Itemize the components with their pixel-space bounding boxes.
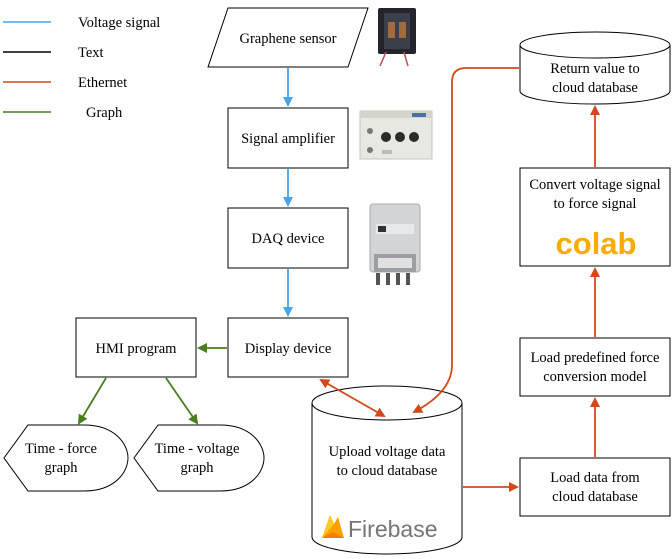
graph-arrows — [77, 343, 227, 425]
upload-cloud-line2: to cloud database — [337, 463, 438, 479]
node-signal-amplifier: Signal amplifier — [227, 107, 349, 169]
display-device-label: Display device — [245, 341, 332, 357]
legend-item-voltage-signal: Voltage signal — [3, 15, 160, 31]
load-model-line2: conversion model — [543, 369, 647, 385]
return-value-line2: cloud database — [552, 80, 638, 96]
node-daq-device: DAQ device — [227, 207, 349, 269]
node-load-model: Load predefined force conversion model — [519, 337, 671, 397]
load-data-line1: Load data from — [550, 470, 640, 486]
daq-device-photo — [369, 203, 421, 285]
node-upload-cloud-database: Upload voltage data to cloud database Fi… — [311, 385, 463, 555]
legend-label-voltage: Voltage signal — [78, 15, 160, 31]
legend: Voltage signal Text Ethernet Graph — [3, 15, 160, 121]
time-voltage-graph-line2: graph — [180, 460, 214, 476]
graphene-sensor-label: Graphene sensor — [239, 31, 336, 47]
node-return-value-database: Return value to cloud database — [519, 31, 671, 105]
signal-amplifier-photo — [359, 110, 433, 160]
return-value-line1: Return value to — [550, 61, 639, 77]
legend-label-graph: Graph — [86, 105, 123, 121]
upload-cloud-line1: Upload voltage data — [329, 444, 446, 460]
signal-amplifier-label: Signal amplifier — [241, 131, 335, 147]
arrow-hmi-to-voltage-graph — [165, 377, 199, 425]
node-load-data-cloud: Load data from cloud database — [519, 457, 671, 517]
node-convert-signal: Convert voltage signal to force signal c… — [519, 167, 671, 267]
legend-item-text: Text — [3, 45, 104, 61]
time-voltage-graph-line1: Time - voltage — [155, 441, 240, 457]
arrow-return-to-upload — [412, 67, 519, 413]
daq-device-label: DAQ device — [252, 231, 325, 247]
arrow-hmi-to-force-graph — [77, 377, 107, 425]
legend-label-ethernet: Ethernet — [78, 75, 127, 91]
node-graphene-sensor: Graphene sensor — [207, 7, 369, 68]
ethernet-arrows — [319, 67, 600, 492]
arrow-display-upload-bidirectional — [319, 379, 386, 417]
legend-label-text: Text — [78, 45, 104, 61]
convert-line2: to force signal — [554, 196, 637, 212]
load-model-line1: Load predefined force — [531, 350, 660, 366]
firebase-flame-icon — [322, 515, 344, 538]
legend-item-graph: Graph — [3, 105, 123, 121]
colab-logo: colab — [556, 226, 637, 261]
graphene-sensor-photo — [378, 8, 416, 67]
time-force-graph-line2: graph — [44, 460, 78, 476]
node-hmi-program: HMI program — [75, 317, 197, 378]
hmi-program-label: HMI program — [96, 341, 178, 357]
node-time-force-graph: Time - force graph — [3, 424, 129, 492]
node-display-device: Display device — [227, 317, 349, 378]
firebase-logo: Firebase — [322, 515, 437, 542]
convert-line1: Convert voltage signal — [529, 177, 660, 193]
load-data-line2: cloud database — [552, 489, 638, 505]
node-time-voltage-graph: Time - voltage graph — [133, 424, 265, 492]
legend-item-ethernet: Ethernet — [3, 75, 127, 91]
time-force-graph-line1: Time - force — [25, 441, 97, 457]
firebase-wordmark: Firebase — [348, 516, 437, 542]
